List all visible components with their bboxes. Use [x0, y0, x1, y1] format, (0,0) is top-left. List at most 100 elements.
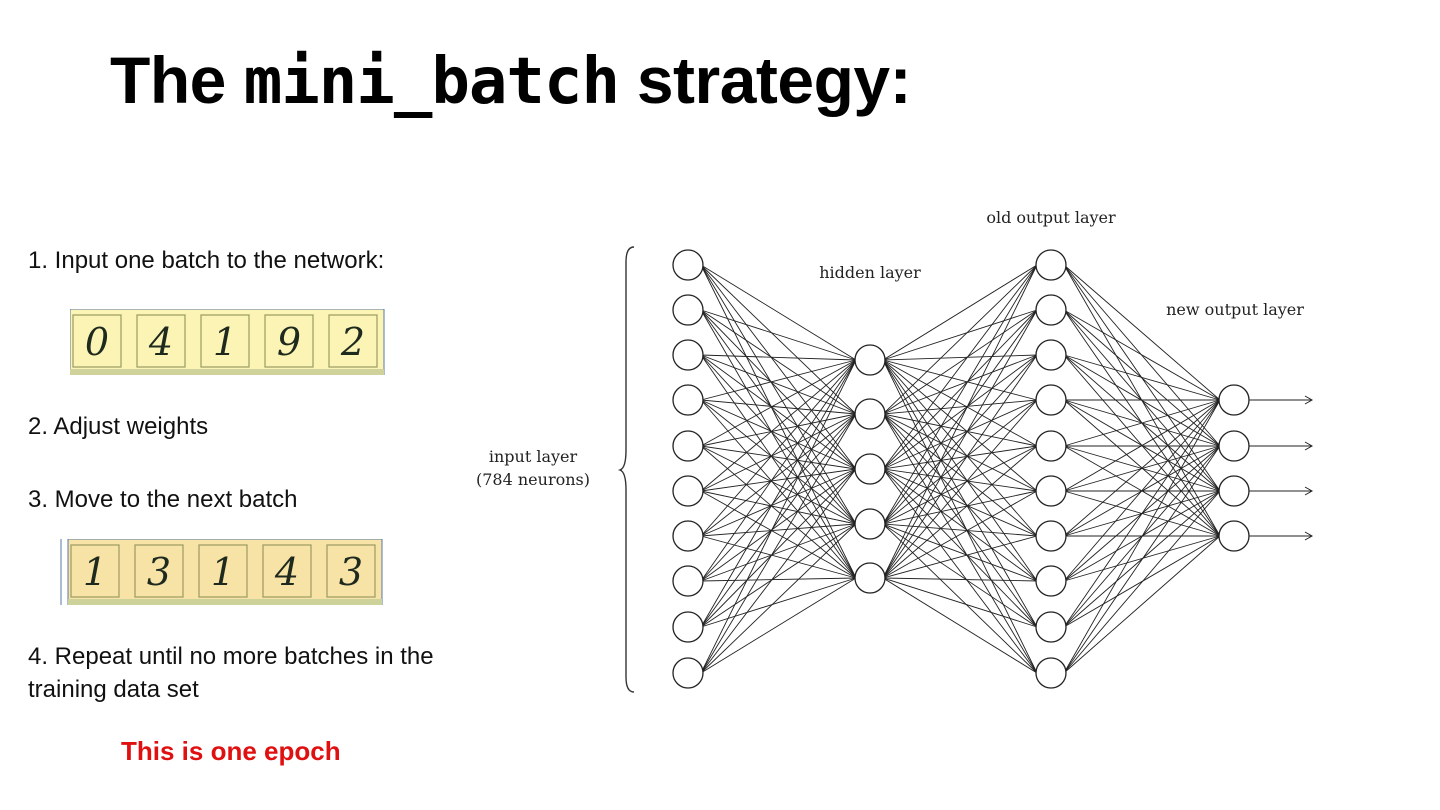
connection [700, 523, 857, 537]
input-neuron [672, 565, 704, 597]
old-output-layer-label: old output layer [986, 208, 1116, 227]
connection [882, 468, 1038, 674]
connection [1063, 399, 1221, 537]
input-neuron [672, 520, 704, 552]
old_output-neuron [1035, 384, 1067, 416]
digit-cell [264, 314, 314, 368]
hidden-neuron [854, 562, 886, 594]
digit-glyph: 1 [211, 550, 235, 594]
slide-title: The mini_batch strategy: [110, 42, 912, 119]
input-neuron [672, 611, 704, 643]
connection [882, 264, 1038, 525]
epoch-note: This is one epoch [121, 736, 341, 766]
connection [882, 359, 1038, 628]
input-layer-label: input layer [489, 447, 578, 466]
connection [700, 359, 857, 582]
connection [882, 445, 1038, 470]
connection [1063, 399, 1221, 674]
connection [700, 309, 857, 579]
connection [882, 264, 1038, 579]
connection [700, 468, 857, 628]
connection [700, 468, 857, 674]
connection [700, 577, 857, 674]
old_output-neuron [1035, 339, 1067, 371]
new_output-neuron [1218, 430, 1250, 462]
connection [882, 354, 1038, 361]
step-4: 4. Repeat until no more batches in the t… [28, 643, 434, 703]
digit-cell [72, 314, 122, 368]
connection [882, 577, 1038, 582]
new_output-neuron [1218, 475, 1250, 507]
connection [700, 490, 857, 579]
new_output-neuron [1218, 520, 1250, 552]
connection [700, 413, 857, 492]
connection [882, 523, 1038, 674]
digit-glyph: 4 [148, 320, 173, 364]
input-brace [617, 246, 635, 693]
connection [700, 359, 857, 447]
connection [1063, 264, 1221, 401]
arrow-head [1304, 395, 1314, 405]
connection [882, 309, 1038, 415]
digit-cell [136, 314, 186, 368]
input-neuron [672, 249, 704, 281]
digit-cell [70, 544, 120, 598]
connection [700, 468, 857, 537]
connection [700, 309, 857, 525]
input-neuron [672, 294, 704, 326]
connection [700, 577, 857, 628]
arrow-head [1304, 441, 1314, 451]
connection [882, 359, 1038, 492]
connection [1063, 309, 1221, 447]
connection [700, 359, 857, 674]
input-neuron [672, 339, 704, 371]
input-neuron [672, 384, 704, 416]
connection [882, 413, 1038, 492]
connection [882, 445, 1038, 579]
input-neuron [672, 430, 704, 462]
connection [882, 577, 1038, 674]
connection [700, 490, 857, 525]
connection [1063, 399, 1221, 628]
arrow-head [1304, 531, 1314, 541]
title-suffix: strategy: [636, 43, 912, 117]
connection [1063, 399, 1221, 492]
connection [700, 309, 857, 415]
connection [700, 309, 857, 470]
connection [882, 413, 1038, 447]
old_output-neuron [1035, 249, 1067, 281]
hidden-neuron [854, 508, 886, 540]
connection [700, 264, 857, 525]
digit-glyph: 4 [274, 550, 299, 594]
digit-cell [198, 544, 248, 598]
title-code: mini_batch [243, 45, 620, 119]
old_output-neuron [1035, 611, 1067, 643]
connection [700, 468, 857, 492]
digit-glyph: 9 [277, 320, 301, 364]
connection [700, 523, 857, 628]
old_output-neuron [1035, 565, 1067, 597]
connection [700, 264, 857, 470]
connection [700, 413, 857, 537]
connection [882, 535, 1038, 579]
connection [882, 490, 1038, 579]
connection [1063, 399, 1221, 447]
connection [700, 445, 857, 525]
connection [700, 399, 857, 470]
new_output-neuron [1218, 384, 1250, 416]
connection [882, 523, 1038, 628]
hidden-neuron [854, 453, 886, 485]
connection [1063, 490, 1221, 674]
connection [1063, 399, 1221, 582]
connection [1063, 354, 1221, 447]
connection [700, 535, 857, 579]
connection [700, 399, 857, 579]
connection [882, 468, 1038, 492]
digit-cell [328, 314, 378, 368]
connection [882, 309, 1038, 470]
connection [882, 354, 1038, 579]
connection [700, 264, 857, 415]
input-neuron [672, 657, 704, 689]
